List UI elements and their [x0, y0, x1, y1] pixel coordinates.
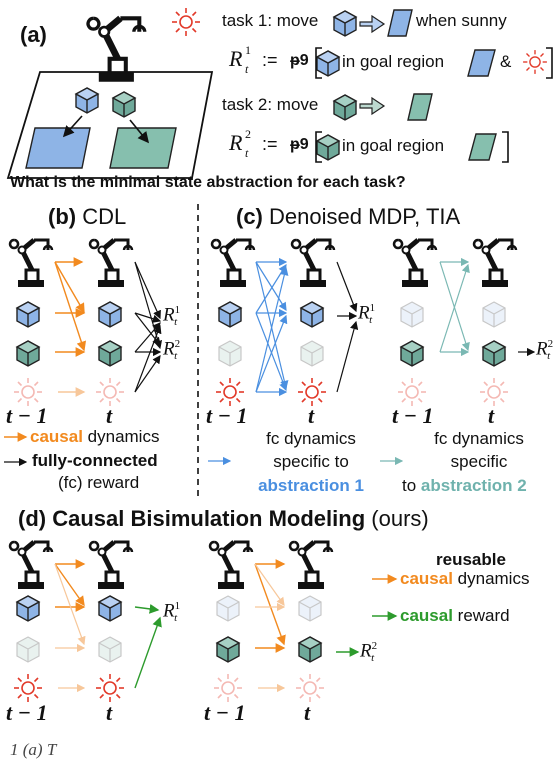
panel-d-legend-reusable: reusable	[436, 550, 506, 569]
task-2-prefix: task 2: move	[222, 95, 319, 114]
question: What is the minimal state abstraction fo…	[10, 174, 406, 191]
panel-d-t-prev-1: t − 1	[6, 700, 48, 725]
panel-c-legend-a2-2: specific	[450, 452, 508, 471]
r1-symbol: R	[229, 46, 243, 71]
panel-c-t-prev-1: t − 1	[206, 403, 248, 428]
panel-c-legend-a1-3: abstraction 1	[258, 476, 364, 495]
panel-c-title: (c) Denoised MDP, TIA	[236, 204, 460, 230]
panel-b-graph	[4, 240, 163, 467]
panel-b-title: (b) CDL	[48, 204, 126, 230]
r2-assign: :=	[262, 134, 278, 154]
panel-d-name: Causal Bisimulation Modeling	[52, 506, 366, 531]
r2-indicator: ᵽ9	[290, 136, 309, 153]
r2-symbol: R	[229, 130, 243, 155]
r1-indicator: ᵽ9	[290, 52, 309, 69]
r2-definition-icons	[315, 131, 509, 163]
r1-subscript: t	[245, 62, 249, 76]
panel-d-graph-2	[210, 542, 398, 702]
panel-b-r2: R2t	[163, 338, 181, 363]
panel-c-legend-a2-1: fc dynamics	[434, 429, 524, 448]
panel-b-t-prev: t − 1	[6, 403, 48, 428]
r2-superscript: 2	[245, 127, 251, 141]
r2-subscript: t	[245, 146, 249, 160]
panel-c-t-prev-2: t − 1	[392, 403, 434, 428]
r1-in-goal: in goal region	[342, 52, 445, 71]
task-2-icons	[333, 93, 433, 121]
r1-and: &	[500, 52, 512, 71]
panel-b-t-cur: t	[106, 403, 113, 428]
panel-b-legend-fc-2: (fc) reward	[58, 473, 140, 492]
task-1-prefix: task 1: move	[222, 11, 319, 30]
panel-d-title: (d) Causal Bisimulation Modeling (ours)	[18, 506, 429, 532]
abstraction-2-word: abstraction 2	[420, 476, 527, 495]
panel-d-graph-1	[10, 542, 162, 703]
panel-d-ours: (ours)	[371, 506, 429, 531]
panel-c-t-cur-1: t	[308, 403, 315, 428]
panel-c-legend-a1-1: fc dynamics	[266, 429, 356, 448]
panel-a-label: (a)	[20, 22, 47, 47]
panel-c-legend-a1-2: specific to	[273, 452, 349, 471]
panel-c-t-cur-2: t	[488, 403, 495, 428]
panel-b-legend-causal: causal dynamics	[30, 427, 160, 446]
panel-c-r2: R2t	[536, 338, 554, 363]
r1-definition-icons	[315, 47, 553, 79]
panel-c-legend-a2-3: to abstraction 2	[402, 476, 527, 495]
panel-b-name: CDL	[82, 204, 127, 229]
panel-d-t-prev-2: t − 1	[204, 700, 246, 725]
panel-c-graph-1	[212, 240, 359, 407]
panel-b-legend-fc-1: fully-connected	[32, 451, 158, 470]
panel-c-label: (c)	[236, 204, 263, 229]
panel-d-r1: R1t	[163, 600, 181, 625]
task-1-icons	[333, 9, 413, 37]
panel-c-graph-2	[208, 240, 536, 466]
panel-d-label: (d)	[18, 506, 47, 531]
task-1-suffix: when sunny	[416, 11, 507, 30]
panel-d-t-cur-2: t	[304, 700, 311, 725]
panel-d-legend-dynamics: causal dynamics	[400, 569, 530, 588]
panel-d-r2: R2t	[360, 640, 378, 665]
panel-b-label: (b)	[48, 204, 77, 229]
panel-c-name: Denoised MDP, TIA	[269, 204, 461, 229]
panel-d-t-cur-1: t	[106, 700, 113, 725]
panel-d-legend-reward: causal reward	[400, 606, 510, 625]
panel-b-r1: R1t	[163, 304, 181, 329]
caption-fragment: 1 (a) T	[10, 740, 57, 759]
r2-in-goal: in goal region	[342, 136, 445, 155]
r1-superscript: 1	[245, 43, 251, 57]
causal-word: causal	[30, 427, 83, 446]
r1-assign: :=	[262, 50, 278, 70]
panel-c-r1: R1t	[358, 302, 376, 327]
panel-a-scene	[6, 7, 214, 179]
